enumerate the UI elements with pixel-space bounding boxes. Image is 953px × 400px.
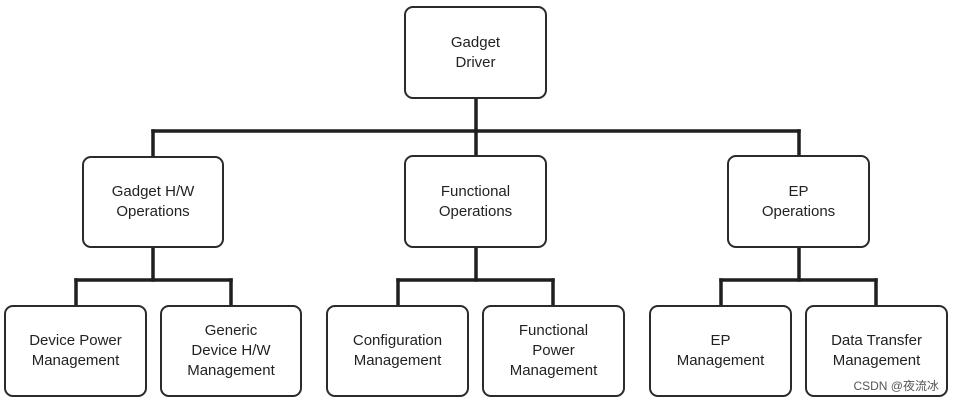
node-ep-operations: EP Operations [727,155,870,248]
node-data-transfer-management-label: Data Transfer Management [831,332,922,369]
node-configuration-management-label: Configuration Management [352,332,443,369]
csdn-watermark: CSDN @夜流冰 [853,379,939,393]
node-functional-operations: Functional Operations [404,155,547,248]
node-device-power-management-label: Device Power Management [29,332,122,369]
node-ep-operations-label: EP Operations [761,182,836,220]
node-gadget-driver-label: Gadget Driver [450,33,501,71]
node-data-transfer-management: Data Transfer Management [805,305,948,397]
node-ep-management: EP Management [649,305,792,397]
node-gadget-hw-operations: Gadget H/W Operations [82,156,224,248]
node-gadget-driver: Gadget Driver [404,6,547,99]
node-functional-power-management: Functional Power Management [482,305,625,397]
node-device-power-management: Device Power Management [4,305,147,397]
node-ep-management-label: EP Management [676,332,765,369]
node-functional-power-management-label: Functional Power Management [509,322,598,379]
node-generic-device-hw-management-label: Generic Device H/W Management [187,322,275,379]
node-gadget-hw-operations-label: Gadget H/W Operations [111,183,195,220]
node-configuration-management: Configuration Management [326,305,469,397]
node-functional-operations-label: Functional Operations [438,182,513,220]
node-generic-device-hw-management: Generic Device H/W Management [160,305,302,397]
